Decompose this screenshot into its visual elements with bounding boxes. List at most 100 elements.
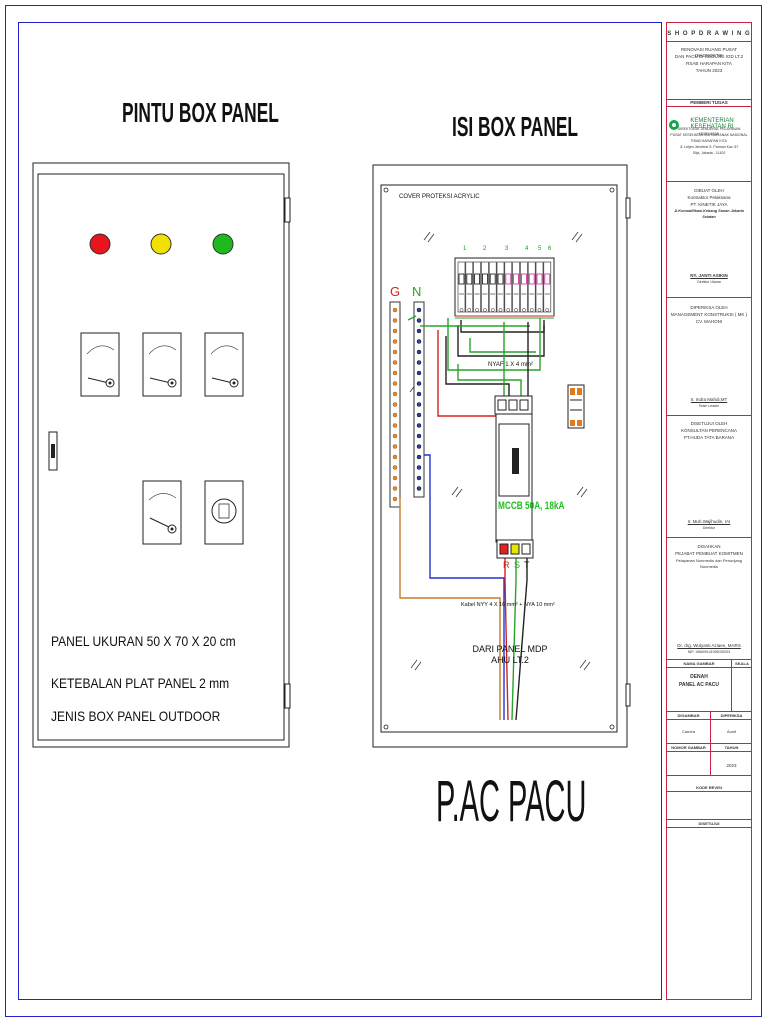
ground-bar-terminal xyxy=(392,381,398,386)
tb-ratified-signer: Dr. drg. Wulyanti Aziaen, MARS xyxy=(677,643,741,648)
tb-checked-label: DIPERIKSA OLEH xyxy=(690,305,728,310)
ground-bar-terminal xyxy=(392,318,398,323)
tb-checked-signer-role: Team Leader xyxy=(698,404,720,408)
ground-bar-terminals xyxy=(392,307,398,502)
tb-project-2: DAN PACU DI GEDUNG IGD LT.2 xyxy=(674,54,744,59)
door-hinge-top xyxy=(284,197,291,223)
mcb-pole xyxy=(512,261,520,313)
mcb-pole xyxy=(504,261,513,313)
tb-made-by-address: Jl.Komodifikasi.Kebang Sanan Jakarta Sel… xyxy=(674,209,744,219)
neutral-bar-terminal xyxy=(416,444,422,449)
tb-approved-signer-role: Direktur xyxy=(702,526,716,530)
neutral-bar-terminal xyxy=(416,423,422,428)
neutral-bar-terminal xyxy=(416,465,422,470)
tb-project-4: TAHUN 2023 xyxy=(695,68,723,73)
tb-owner-label: PEMBERI TUGAS xyxy=(690,100,728,105)
tb-ministry-logo-icon xyxy=(669,120,679,130)
tb-made-by-signer: NY. JANTI ASIKIN xyxy=(690,273,728,278)
ground-bar-terminal xyxy=(392,402,398,407)
door-inner-frame xyxy=(37,173,285,741)
ground-bar-terminal xyxy=(392,486,398,491)
mcb-pole xyxy=(535,261,544,313)
tb-year-label: TAHUN xyxy=(724,745,739,750)
ground-bar-terminal xyxy=(392,475,398,481)
panel-name: P.AC PACU xyxy=(436,769,587,834)
phase-s-label: S xyxy=(514,560,521,570)
mcb-pole xyxy=(457,261,466,313)
nyaf-label: NYAF 1 X 4 mm² xyxy=(488,362,533,368)
breaker-number: 1 xyxy=(463,246,467,252)
ground-bar-terminal xyxy=(392,465,398,470)
indicator-lamp-green xyxy=(212,233,234,255)
tb-owner-line-5: Slipi, Jakarta - 11420 xyxy=(692,151,726,155)
door-note-type: JENIS BOX PANEL OUTDOOR xyxy=(51,708,221,724)
breaker-number: 5 xyxy=(538,246,542,252)
drawing-border-inner xyxy=(18,22,662,1000)
tb-scale-label: SKALA xyxy=(735,661,749,666)
ground-bar-terminal xyxy=(392,370,398,376)
mcb-pole xyxy=(520,261,528,313)
neutral-bar-terminal xyxy=(416,454,422,460)
title-block: S H O P D R A W I N G RENOVASI RUANG PUS… xyxy=(666,22,752,1000)
drawing-border-outer xyxy=(5,5,762,1017)
tb-checked-company: CV. MAHONI xyxy=(695,319,723,324)
mcb-pole xyxy=(465,261,474,313)
ground-bar-terminal xyxy=(392,454,398,460)
tb-approved-role: KONSULTAN PERENCANA xyxy=(680,428,738,433)
tb-drawing-name-2: PANEL AC PACU xyxy=(678,682,720,688)
door-hinge-bottom xyxy=(284,683,291,709)
neutral-bar-terminal xyxy=(416,328,422,334)
door-title: PINTU BOX PANEL xyxy=(122,97,279,128)
door-outer-frame xyxy=(32,162,290,748)
neutral-bar-terminal xyxy=(416,339,422,344)
ground-bar-terminal xyxy=(392,444,398,449)
tb-revision-label: KODE REVISI xyxy=(696,785,722,790)
ammeter-t xyxy=(204,332,244,397)
door-handle-grip xyxy=(51,444,55,458)
cable-label: Kabel NYY 4 X 16 mm² + NYA 10 mm² xyxy=(461,602,555,608)
tb-ratified-role: PEJABAT PEMBUAT KOMITMEN xyxy=(675,551,743,556)
tb-ratified-unit: Pelayanan Nonmedis dan Penunjang Nonmedi… xyxy=(675,558,743,569)
tb-approved-signer: Ir. Muh.Wajihudin, IAI xyxy=(687,519,731,524)
terminal-block xyxy=(567,384,585,429)
ground-bar-terminal xyxy=(392,433,398,439)
ground-bar-terminal xyxy=(392,391,398,397)
tb-sheet-no-label: NOMOR GAMBAR xyxy=(671,745,706,750)
screw-heads xyxy=(383,187,615,730)
ground-bar-terminal xyxy=(392,328,398,334)
tb-owner-line-1: DIREKTORAT JENDERAL PELAYANAN KESEHATAN xyxy=(677,127,741,136)
indicator-lamp-yellow xyxy=(150,233,172,255)
indicator-lamp-red xyxy=(89,233,111,255)
neutral-bar-terminal xyxy=(416,360,422,365)
tb-made-by-role: Kontraktor Pelaksana xyxy=(687,195,731,200)
breaker-number: 4 xyxy=(525,246,529,252)
tb-header: S H O P D R A W I N G xyxy=(667,31,751,37)
mcb-pole xyxy=(488,261,497,313)
neutral-bar-terminal xyxy=(416,307,422,313)
tb-drawing-name-1: DENAH xyxy=(690,674,708,680)
voltmeter xyxy=(142,480,182,545)
tb-ratified-nip: NIP. 196609141993032003 xyxy=(687,650,731,654)
tb-drawn-label: DIGAMBAR xyxy=(677,713,700,718)
mccb-label: MCCB 50A, 18kA xyxy=(498,500,565,512)
mcb-pole xyxy=(481,261,489,313)
tb-made-by-company: PT. KINETIK JAYA xyxy=(690,202,728,207)
tb-made-by-signer-role: Direktur Utama xyxy=(697,280,721,284)
phase-t-label: T xyxy=(524,560,530,570)
tb-drawn-value: Candra xyxy=(681,729,696,734)
ground-bar-terminal xyxy=(392,307,398,313)
ground-bar-terminal xyxy=(392,412,398,418)
neutral-bar-terminal xyxy=(416,318,422,323)
tb-project-1: RENOVASI RUANG PUSAT DIAGNOSTIK xyxy=(680,47,738,58)
tb-approval-label: DISETUJUI xyxy=(698,821,720,826)
breaker-number: 2 xyxy=(483,246,487,252)
tb-year-value: 2023 xyxy=(726,763,737,768)
source-label-1: DARI PANEL MDP xyxy=(472,644,548,654)
tb-made-by-label: DIBUAT OLEH xyxy=(694,188,724,193)
interior-outer-frame xyxy=(372,164,628,748)
tb-checked-short-label: DIPERIKSA xyxy=(720,713,743,718)
neutral-bar-terminals xyxy=(416,307,422,491)
mcb-pole xyxy=(496,261,505,313)
neutral-bar-label: N xyxy=(412,284,422,299)
